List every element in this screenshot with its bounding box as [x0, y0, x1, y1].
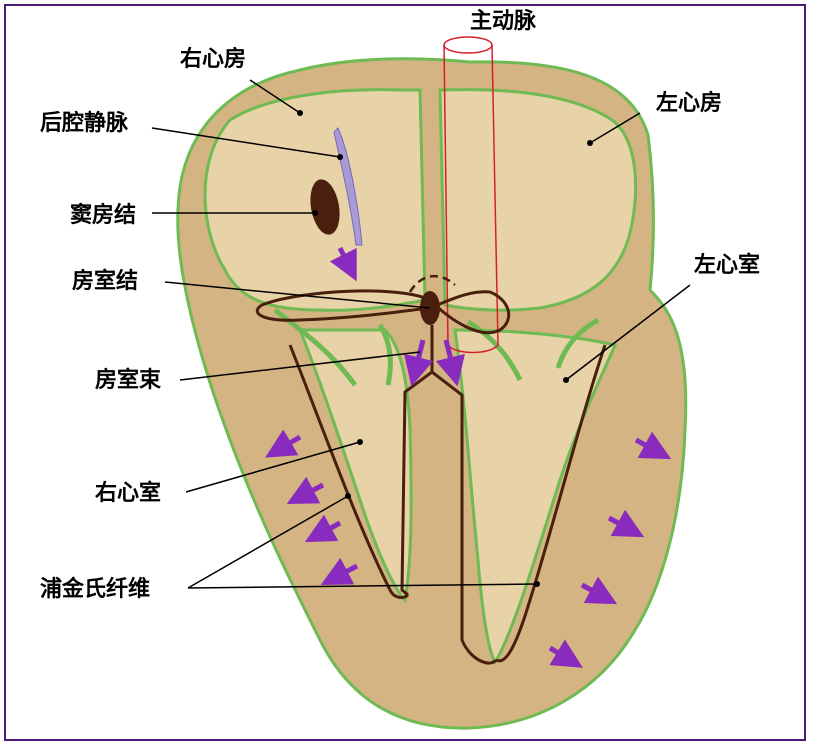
label-left-atrium: 左心房	[656, 90, 722, 116]
label-atrioventricular-node: 房室结	[72, 268, 138, 294]
label-posterior-vena-cava: 后腔静脉	[40, 110, 129, 136]
label-aorta: 主动脉	[470, 9, 537, 34]
label-purkinje-fibers: 浦金氏纤维	[40, 576, 150, 602]
label-right-ventricle: 右心室	[95, 480, 161, 506]
left-atrium-chamber	[440, 90, 636, 311]
label-sinoatrial-node: 窦房结	[70, 202, 136, 228]
label-av-bundle: 房室束	[95, 367, 162, 393]
label-left-ventricle: 左心室	[694, 252, 760, 278]
label-right-atrium: 右心房	[180, 46, 246, 72]
